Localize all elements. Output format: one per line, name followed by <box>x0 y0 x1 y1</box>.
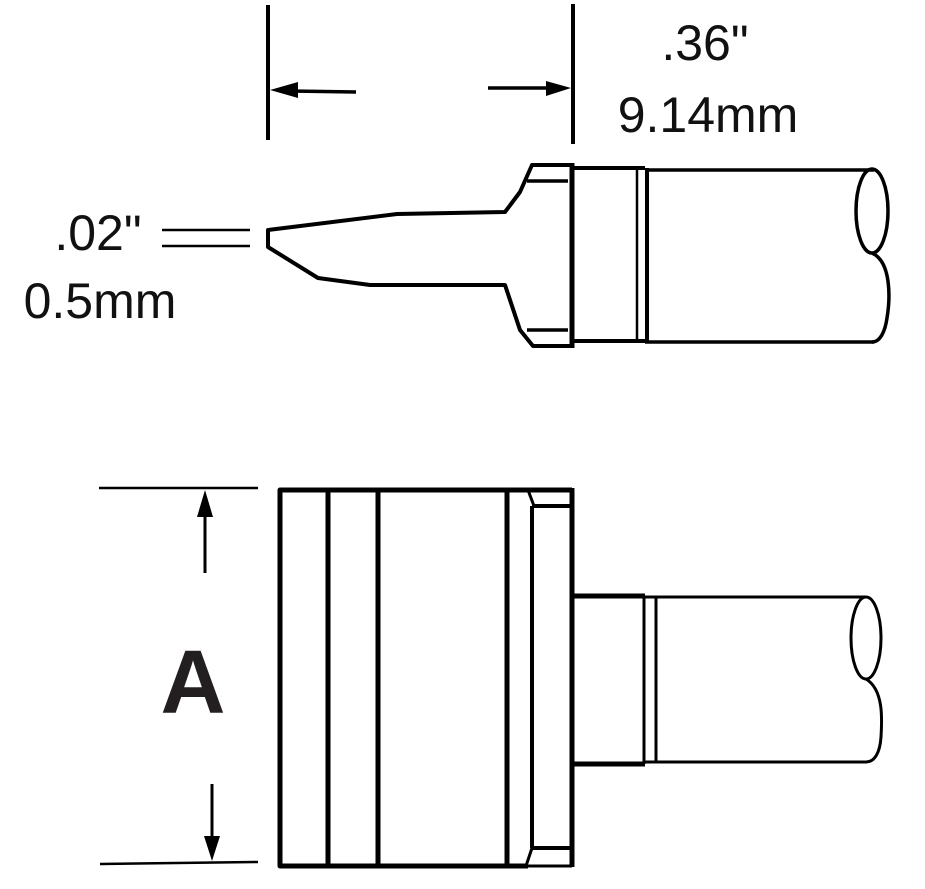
width-a-label: A <box>161 633 226 733</box>
length-mm-label: 9.14mm <box>618 87 799 143</box>
shaft-end-ellipse <box>849 595 883 681</box>
dimension-line-left <box>289 89 357 94</box>
top-view <box>277 487 884 869</box>
arrow-up-icon <box>197 490 213 517</box>
arrow-left-icon <box>270 82 298 98</box>
shaft-end-ellipse <box>854 167 890 255</box>
extension-line-bottom <box>99 860 259 866</box>
width-dimension <box>99 486 259 866</box>
arrow-down-icon <box>204 836 220 861</box>
tip-thickness-mm-label: 0.5mm <box>24 273 177 329</box>
arrow-right-icon <box>546 81 571 96</box>
tip-thickness-leader <box>162 228 250 248</box>
tip-blade-outline <box>266 163 572 348</box>
blade-body-outline <box>277 487 528 869</box>
tip-thickness-inches-label: .02" <box>54 205 141 261</box>
length-dimension <box>266 4 575 144</box>
length-inches-label: .36" <box>661 15 748 71</box>
side-view <box>266 163 891 348</box>
